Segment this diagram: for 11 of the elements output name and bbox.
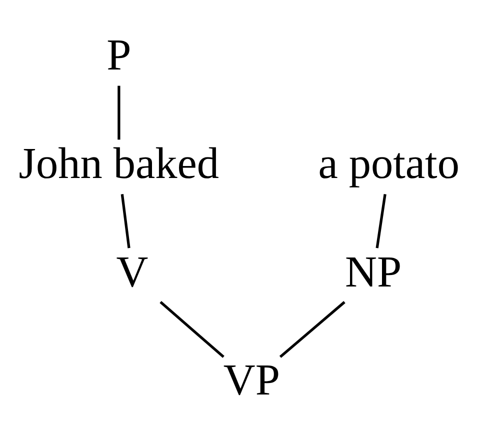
node-text: V — [116, 246, 148, 296]
node-text: P — [106, 30, 132, 79]
connector — [120, 194, 130, 248]
node-text: VP — [223, 355, 280, 404]
connector — [118, 85, 120, 140]
node-text: NP — [345, 246, 402, 296]
node-text: John baked — [18, 138, 220, 188]
connector — [376, 193, 386, 248]
node-text: a potato — [318, 138, 460, 188]
connector — [160, 300, 224, 358]
connector — [279, 300, 346, 358]
